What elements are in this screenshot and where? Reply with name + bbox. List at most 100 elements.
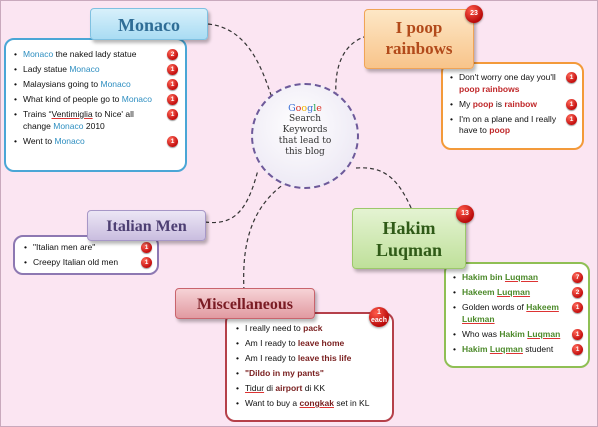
keyword-text: is xyxy=(493,98,505,109)
keyword-text: di KK xyxy=(302,383,326,393)
italian-list: "Italian men are" 1Creepy Italian old men… xyxy=(15,237,157,269)
rainbows-list: Don't worry one day you'll poop rainbows… xyxy=(443,64,582,137)
keyword-item: Am I ready to leave home xyxy=(235,338,388,350)
keyword-text: Am I ready to xyxy=(245,353,298,363)
keyword-text: Who was xyxy=(462,328,500,339)
misc-badge-line-2: each xyxy=(371,317,387,324)
keyword-text: congkak xyxy=(299,398,335,408)
keyword-item: Lady statue Monaco 1 xyxy=(13,64,179,76)
keyword-item: "Italian men are" 1 xyxy=(23,242,153,254)
misc-list: I really need to pack Am I ready to leave… xyxy=(227,314,392,410)
count-badge: 1 xyxy=(566,72,577,83)
keyword-text: Hakim bin xyxy=(462,272,505,282)
keyword-text: Monaco xyxy=(53,120,84,131)
keyword-text: I'm on a plane and I really have to xyxy=(459,113,557,136)
keyword-item: Am I ready to leave this life xyxy=(235,353,388,365)
keyword-text: to Nice' all change xyxy=(23,109,134,131)
google-letter: g xyxy=(307,103,314,114)
keyword-item: Want to buy a congkak set in KL xyxy=(235,398,388,410)
center-line-3: that lead to xyxy=(278,136,332,146)
keyword-text: Luqman xyxy=(489,343,523,354)
keyword-text: Creepy Italian old men xyxy=(33,257,119,267)
keyword-text: "Dildo in my pants" xyxy=(245,368,324,378)
keyword-item: Who was Hakim Luqman 1 xyxy=(452,328,584,341)
center-bubble: Google Search Keywords that lead to this… xyxy=(251,83,359,189)
connector-rainbows xyxy=(335,35,368,97)
keyword-text: "Italian men are" xyxy=(33,242,96,252)
count-badge: 2 xyxy=(167,49,178,60)
hakim-list: Hakim bin Luqman7Hakeem Luqman2Golden wo… xyxy=(446,264,588,355)
connector-misc xyxy=(243,183,285,292)
keyword-text: set in KL xyxy=(334,398,370,408)
misc-title-text: Miscellaneous xyxy=(197,296,293,313)
hakim-title: Hakim Luqman xyxy=(352,208,466,269)
google-letter: l xyxy=(313,103,317,114)
hakim-title-text: Hakim Luqman xyxy=(375,218,443,260)
google-logo: Google xyxy=(253,85,357,114)
keyword-text: Monaco xyxy=(54,135,85,146)
keyword-text: Lady statue xyxy=(23,64,70,74)
keyword-text: poop rainbows xyxy=(459,83,520,94)
connector-italian xyxy=(204,169,259,224)
keyword-text: airport xyxy=(275,383,303,393)
rainbows-title-text: I poop rainbows xyxy=(385,18,453,58)
rainbows-panel: Don't worry one day you'll poop rainbows… xyxy=(441,62,584,150)
keyword-text: leave this life xyxy=(297,353,352,363)
keyword-text: Hakeem Lukman xyxy=(462,302,559,324)
keyword-text: What kind of people go to xyxy=(23,94,122,104)
keyword-text: Monaco xyxy=(69,64,100,74)
keyword-text: the naked lady statue xyxy=(53,49,137,59)
rainbows-title: I poop rainbows xyxy=(364,9,474,69)
count-badge: 1 xyxy=(572,328,583,340)
connector-monaco xyxy=(207,23,273,99)
keyword-text: Malaysians going to xyxy=(23,79,101,89)
hakim-panel: Hakim bin Luqman7Hakeem Luqman2Golden wo… xyxy=(444,262,590,368)
keyword-item: "Dildo in my pants" xyxy=(235,368,388,380)
monaco-title-text: Monaco xyxy=(118,15,180,35)
count-badge: 1 xyxy=(167,79,178,90)
monaco-title: Monaco xyxy=(90,8,208,40)
count-badge: 7 xyxy=(572,272,583,283)
keyword-text: Tidur xyxy=(245,383,265,393)
keyword-text: Hakim xyxy=(499,328,528,339)
monaco-list: Monaco the naked lady statue 2Lady statue… xyxy=(6,40,185,147)
keyword-item: I'm on a plane and I really have to poop… xyxy=(449,113,578,137)
keyword-item: I really need to pack xyxy=(235,323,388,335)
keyword-item: Hakim bin Luqman 7 xyxy=(452,272,584,284)
keyword-item: Monaco the naked lady statue 2 xyxy=(13,49,179,61)
center-line-2: Keywords xyxy=(282,125,328,135)
misc-count-badge: 1 each xyxy=(369,307,389,327)
count-badge: 1 xyxy=(167,135,178,147)
count-badge: 1 xyxy=(167,109,178,120)
keyword-text: Am I ready to xyxy=(245,338,298,348)
keyword-text: Want to buy a xyxy=(245,398,300,408)
keyword-text: Monaco xyxy=(23,49,54,59)
keyword-item: Trains “Ventimiglia to Nice' all change … xyxy=(13,109,179,132)
count-badge: 1 xyxy=(167,94,178,105)
keyword-text: 2010 xyxy=(83,120,105,131)
google-letter: G xyxy=(288,103,296,114)
keyword-text: poop xyxy=(489,125,511,135)
count-badge: 1 xyxy=(167,64,178,75)
italian-title: Italian Men xyxy=(87,210,206,241)
keyword-text: student xyxy=(522,343,554,354)
misc-title: Miscellaneous xyxy=(175,288,315,319)
count-badge: 1 xyxy=(566,98,577,110)
keyword-text: leave home xyxy=(297,338,345,348)
center-line-1: Search xyxy=(289,114,321,124)
keyword-text: Luqman xyxy=(527,328,561,339)
keyword-text: Luqman xyxy=(504,272,539,282)
keyword-item: What kind of people go to Monaco 1 xyxy=(13,94,179,106)
keyword-text: Luqman xyxy=(496,287,531,297)
keyword-text: Monaco xyxy=(100,79,131,89)
keyword-text: Hakeem xyxy=(462,287,497,297)
count-badge: 1 xyxy=(141,242,152,253)
count-badge: 1 xyxy=(572,302,583,313)
keyword-text: Monaco xyxy=(121,94,153,104)
